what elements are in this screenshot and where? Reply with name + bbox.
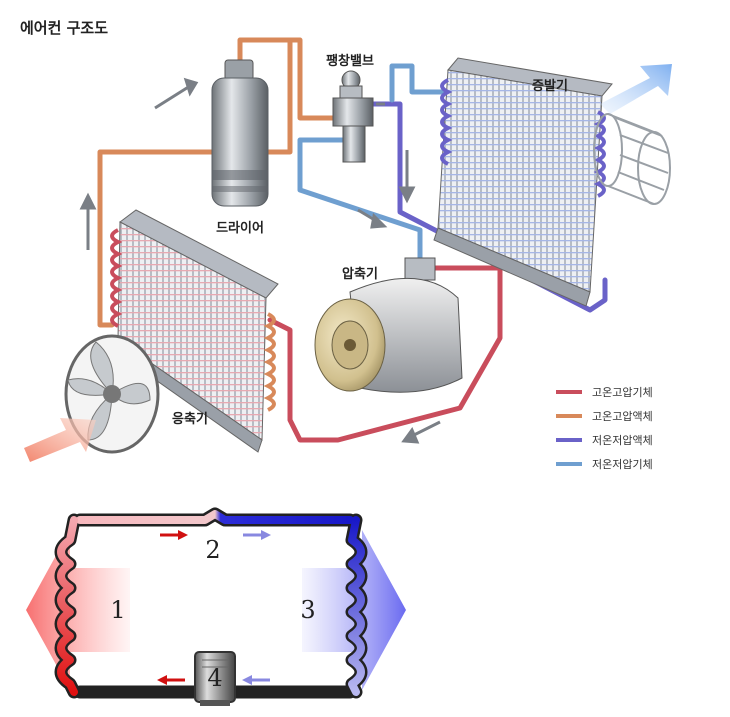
- diagram-title: 에어컨 구조도: [20, 19, 108, 37]
- legend-label: 고온고압기체: [592, 386, 653, 399]
- blower-fan: [593, 113, 671, 205]
- heat-release-arrow: [26, 530, 130, 690]
- evaporator-label: 증발기: [532, 78, 568, 94]
- condenser-label: 응축기: [172, 411, 208, 427]
- legend-label: 고온고압액체: [592, 410, 653, 423]
- expansion-valve-label: 팽창밸브: [326, 53, 374, 69]
- cycle-label-2: 2: [205, 536, 220, 564]
- compressor: 압축기: [314, 257, 463, 393]
- legend-label: 저온저압기체: [592, 458, 653, 471]
- expansion-valve: 팽창밸브: [326, 53, 374, 163]
- legend-label: 저온저압액체: [592, 434, 653, 447]
- evaporator: 증발기: [433, 57, 613, 307]
- cycle-schematic: 1 2 3 4: [26, 507, 406, 706]
- cold-air-arrow: [600, 64, 672, 114]
- cycle-label-3: 3: [300, 596, 315, 624]
- cycle-label-1: 1: [110, 596, 125, 624]
- dryer: 드라이어: [211, 59, 269, 236]
- hot-air-arrow: [24, 418, 96, 462]
- dryer-label: 드라이어: [216, 220, 264, 236]
- cycle-compressor: [194, 651, 236, 706]
- cycle-label-4: 4: [207, 664, 222, 692]
- compressor-label: 압축기: [342, 266, 378, 282]
